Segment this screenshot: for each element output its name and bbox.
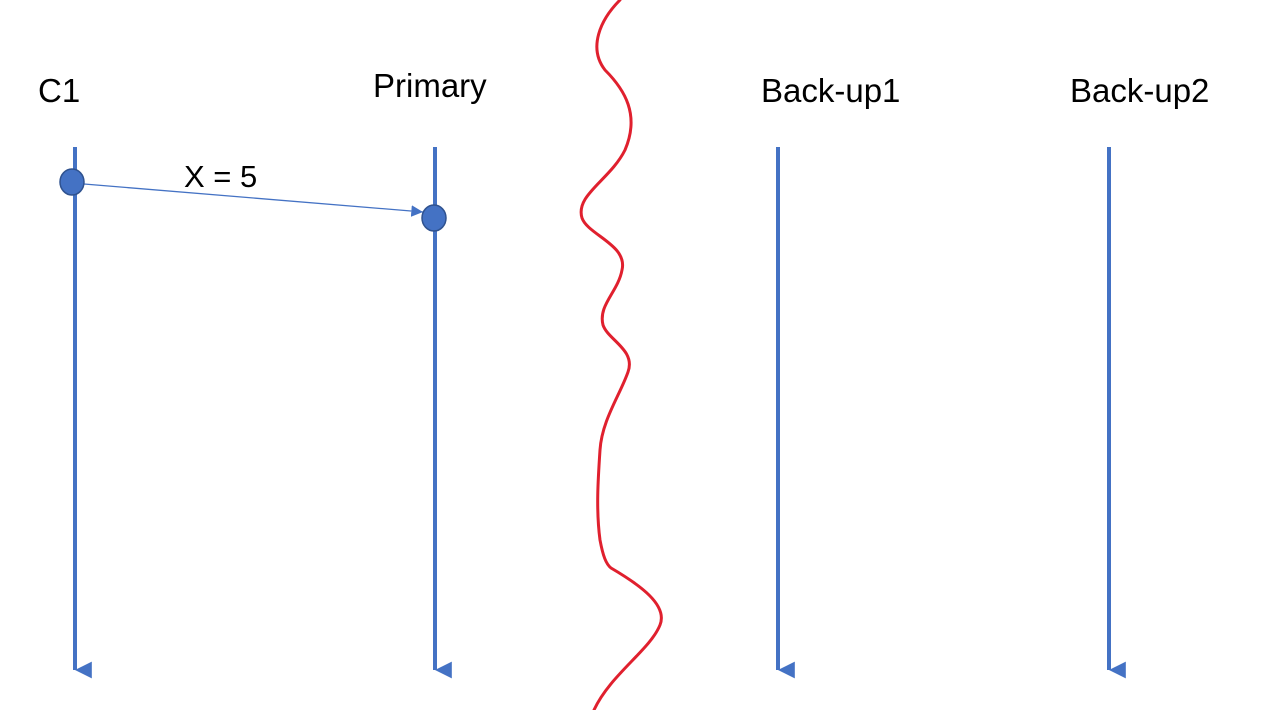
process-label-primary: Primary [373, 67, 487, 104]
event-dot-primary-receive [421, 204, 447, 232]
network-partition-squiggle-icon [579, 0, 663, 710]
message-label: X = 5 [184, 159, 257, 194]
process-label-c1: C1 [38, 72, 80, 109]
process-label-backup2: Back-up2 [1070, 72, 1209, 109]
message-arrow-c1-to-primary [83, 183, 424, 217]
event-dot-c1-send [59, 168, 85, 196]
process-label-backup1: Back-up1 [761, 72, 900, 109]
